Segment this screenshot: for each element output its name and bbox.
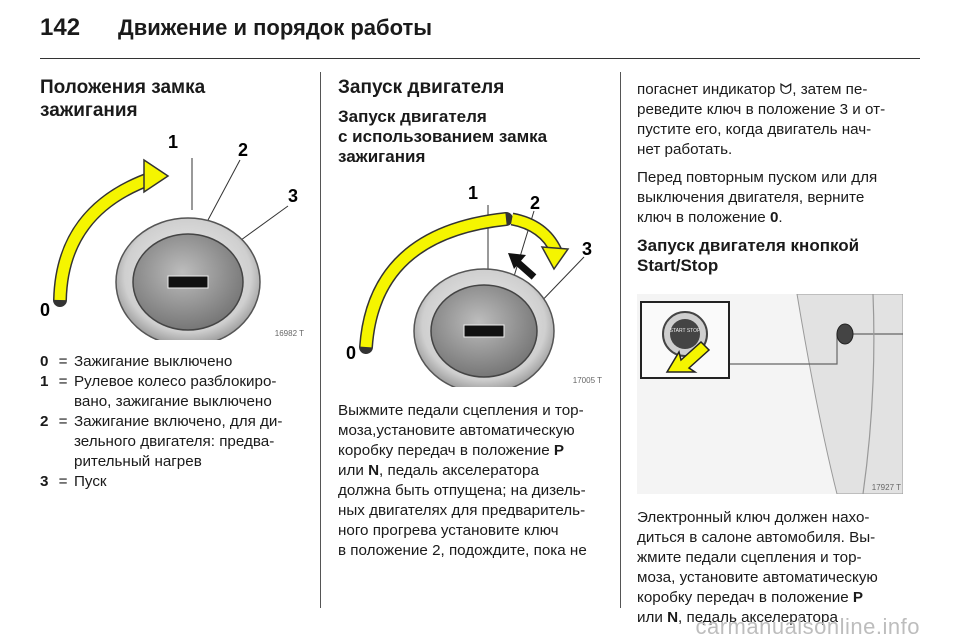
ignition-start-figure: 1 2 3 0 17005 T bbox=[338, 181, 604, 394]
figure-label-1: 1 bbox=[468, 183, 478, 203]
subheading-key-start: Запуск двигателя с использованием замка … bbox=[338, 107, 548, 166]
right-column: погаснет индикатор ᗢ, затем пе- реведите… bbox=[637, 80, 917, 628]
figure-label-3: 3 bbox=[582, 239, 592, 259]
page-number: 142 bbox=[40, 14, 81, 41]
paragraph-restart: Перед повторным пуском или для выключени… bbox=[637, 169, 878, 226]
column-divider-2 bbox=[620, 72, 621, 608]
header-divider bbox=[40, 58, 920, 59]
section-heading-engine-start: Запуск двигателя bbox=[338, 77, 505, 98]
figure-code: 17927 T bbox=[871, 483, 901, 492]
page-title: Движение и порядок работы bbox=[118, 15, 433, 40]
watermark[interactable]: carmanualsonline.info bbox=[695, 614, 920, 639]
ignition-lock-illustration: 1 2 3 0 bbox=[40, 132, 298, 347]
legend-item: 3 = Пуск bbox=[40, 473, 107, 490]
paragraph-continuation: погаснет индикатор ᗢ, затем пе- реведите… bbox=[637, 81, 886, 158]
legend-item: 2 = Зажигание включено, для ди-зельного … bbox=[40, 413, 283, 470]
section-heading-ignition-positions: Положения замка зажигания bbox=[40, 77, 206, 121]
legend-item: 1 = Рулевое колесо разблокиро-вано, зажи… bbox=[40, 373, 277, 410]
legend: 0 = Зажигание выключено 1 = Рулевое коле… bbox=[40, 352, 306, 492]
middle-column: Запуск двигателя Запуск двигателя с испо… bbox=[338, 72, 606, 561]
figure-label-2: 2 bbox=[238, 140, 248, 160]
legend-item: 0 = Зажигание выключено bbox=[40, 353, 233, 370]
figure-code: 16982 T bbox=[274, 329, 304, 338]
paragraph-start-stop: Электронный ключ должен нахо- диться в с… bbox=[637, 509, 878, 626]
figure-label-2: 2 bbox=[530, 193, 540, 213]
paragraph-key-start: Выжмите педали сцепления и тор- моза,уст… bbox=[338, 402, 587, 559]
figure-label-0: 0 bbox=[346, 343, 356, 363]
ignition-start-illustration: 1 2 3 0 bbox=[346, 183, 592, 394]
subheading-start-stop: Запуск двигателя кнопкой Start/Stop bbox=[637, 236, 860, 275]
start-stop-figure: START STOP 17927 T bbox=[637, 293, 904, 495]
start-stop-illustration: START STOP bbox=[637, 293, 904, 495]
start-stop-button-label: START STOP bbox=[670, 328, 701, 334]
ignition-lock-figure: 1 2 3 0 16982 T bbox=[40, 130, 306, 347]
figure-label-1: 1 bbox=[168, 132, 178, 152]
figure-label-0: 0 bbox=[40, 300, 50, 320]
page-header: 142 Движение и порядок работы bbox=[40, 14, 432, 42]
column-divider-1 bbox=[320, 72, 321, 608]
figure-label-3: 3 bbox=[288, 186, 298, 206]
preheat-indicator-icon: ᗢ bbox=[779, 81, 793, 98]
figure-code: 17005 T bbox=[572, 376, 602, 385]
left-column: Положения замка зажигания bbox=[40, 72, 306, 492]
